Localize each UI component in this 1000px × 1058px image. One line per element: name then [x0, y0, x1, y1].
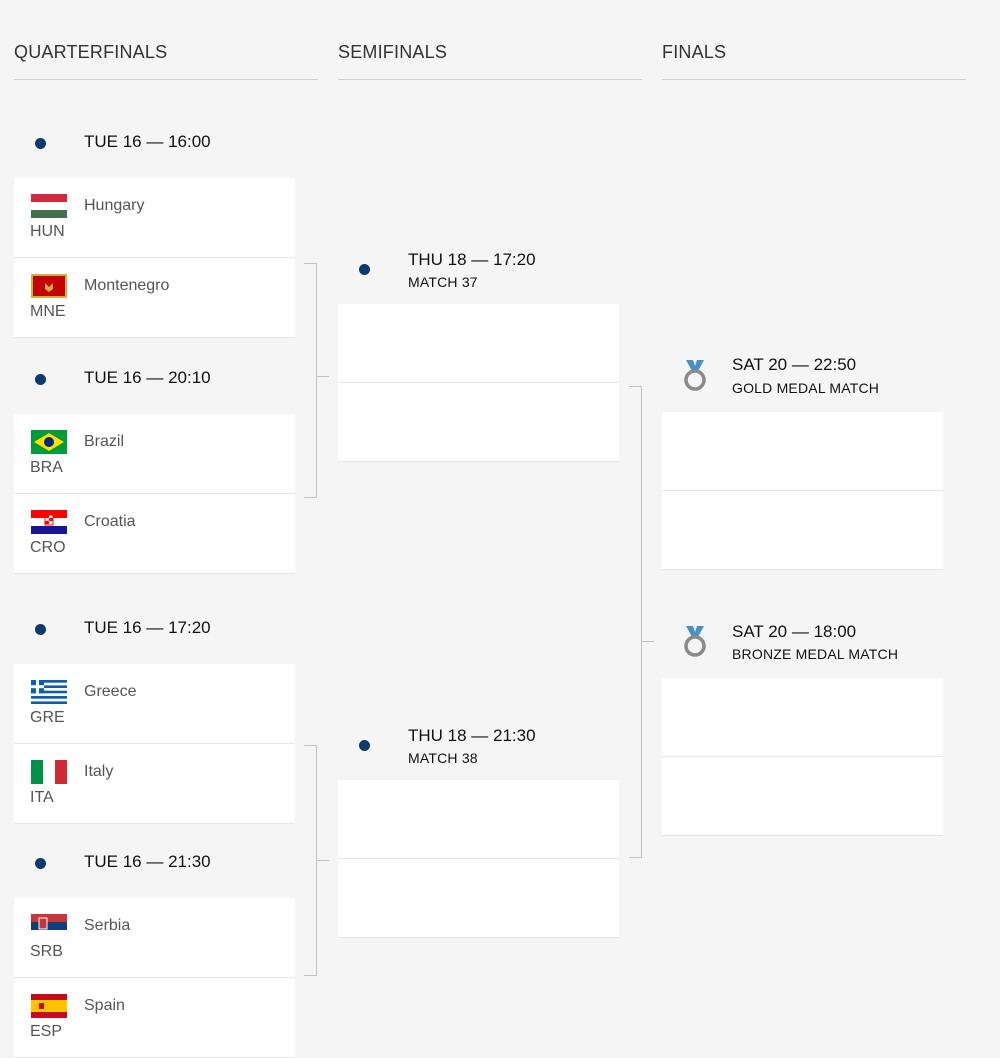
team-code: ITA: [30, 789, 54, 806]
match-time: SAT 20 — 18:00: [732, 622, 857, 641]
match-label: MATCH 38: [408, 750, 478, 766]
match-time: SAT 20 — 22:50: [732, 355, 857, 374]
match-status-dot: [35, 138, 46, 149]
brazil-flag-icon: [31, 430, 67, 454]
gold-medal-icon: [682, 360, 708, 397]
team-slot-empty[interactable]: [338, 780, 619, 859]
match-status-dot: [35, 624, 46, 635]
team-code: ESP: [30, 1023, 63, 1040]
team-row[interactable]: SRB Serbia: [14, 898, 295, 978]
match-status-dot: [35, 858, 46, 869]
team-name: Montenegro: [84, 277, 170, 294]
team-code: MNE: [30, 303, 66, 320]
team-slot-empty[interactable]: [662, 757, 943, 836]
team-slot-empty[interactable]: [338, 304, 619, 383]
team-name: Greece: [84, 683, 137, 700]
team-name: Italy: [84, 763, 114, 780]
team-code: GRE: [30, 709, 65, 726]
match-time: TUE 16 — 16:00: [84, 132, 211, 151]
match-status-dot: [359, 264, 370, 275]
finals-header: FINALS: [662, 42, 966, 80]
serbia-flag-icon: [31, 914, 67, 938]
match-label: BRONZE MEDAL MATCH: [732, 646, 899, 662]
match-label: MATCH 37: [408, 274, 478, 290]
team-row[interactable]: CRO Croatia: [14, 494, 295, 574]
team-row[interactable]: ESP Spain: [14, 978, 295, 1058]
team-slot-empty[interactable]: [338, 383, 619, 462]
bracket-connector: [304, 745, 317, 976]
bracket-connector-tick: [317, 376, 329, 377]
quarterfinals-header: QUARTERFINALS: [14, 42, 318, 80]
match-time: TUE 16 — 17:20: [84, 618, 211, 637]
team-row[interactable]: HUN Hungary: [14, 178, 295, 258]
match-status-dot: [35, 374, 46, 385]
match-time: TUE 16 — 20:10: [84, 368, 211, 387]
croatia-flag-icon: [31, 510, 67, 534]
match-time: TUE 16 — 21:30: [84, 852, 211, 871]
hungary-flag-icon: [31, 194, 67, 218]
spain-flag-icon: [31, 994, 67, 1018]
italy-flag-icon: [31, 760, 67, 784]
team-name: Spain: [84, 997, 125, 1014]
team-row[interactable]: ITA Italy: [14, 744, 295, 824]
match-time: THU 18 — 21:30: [408, 726, 536, 745]
team-code: SRB: [30, 943, 63, 960]
montenegro-flag-icon: [31, 274, 67, 298]
greece-flag-icon: [31, 680, 67, 704]
team-code: HUN: [30, 223, 65, 240]
team-name: Serbia: [84, 917, 131, 934]
team-slot-empty[interactable]: [662, 678, 943, 757]
match-time: THU 18 — 17:20: [408, 250, 536, 269]
team-slot-empty[interactable]: [662, 412, 943, 491]
match-label: GOLD MEDAL MATCH: [732, 380, 880, 396]
bronze-medal-icon: [682, 626, 708, 663]
team-row[interactable]: MNE Montenegro: [14, 258, 295, 338]
team-name: Brazil: [84, 433, 125, 450]
match-status-dot: [359, 740, 370, 751]
team-code: BRA: [30, 459, 63, 476]
bracket-connector: [304, 263, 317, 498]
team-name: Croatia: [84, 513, 136, 530]
bracket-connector-tick: [317, 860, 329, 861]
team-row[interactable]: GRE Greece: [14, 664, 295, 744]
bracket-connector-tick: [642, 641, 654, 642]
team-row[interactable]: BRA Brazil: [14, 414, 295, 494]
semifinals-header: SEMIFINALS: [338, 42, 642, 80]
team-code: CRO: [30, 539, 66, 556]
team-name: Hungary: [84, 197, 145, 214]
bracket-connector: [629, 386, 642, 858]
team-slot-empty[interactable]: [662, 491, 943, 570]
team-slot-empty[interactable]: [338, 859, 619, 938]
